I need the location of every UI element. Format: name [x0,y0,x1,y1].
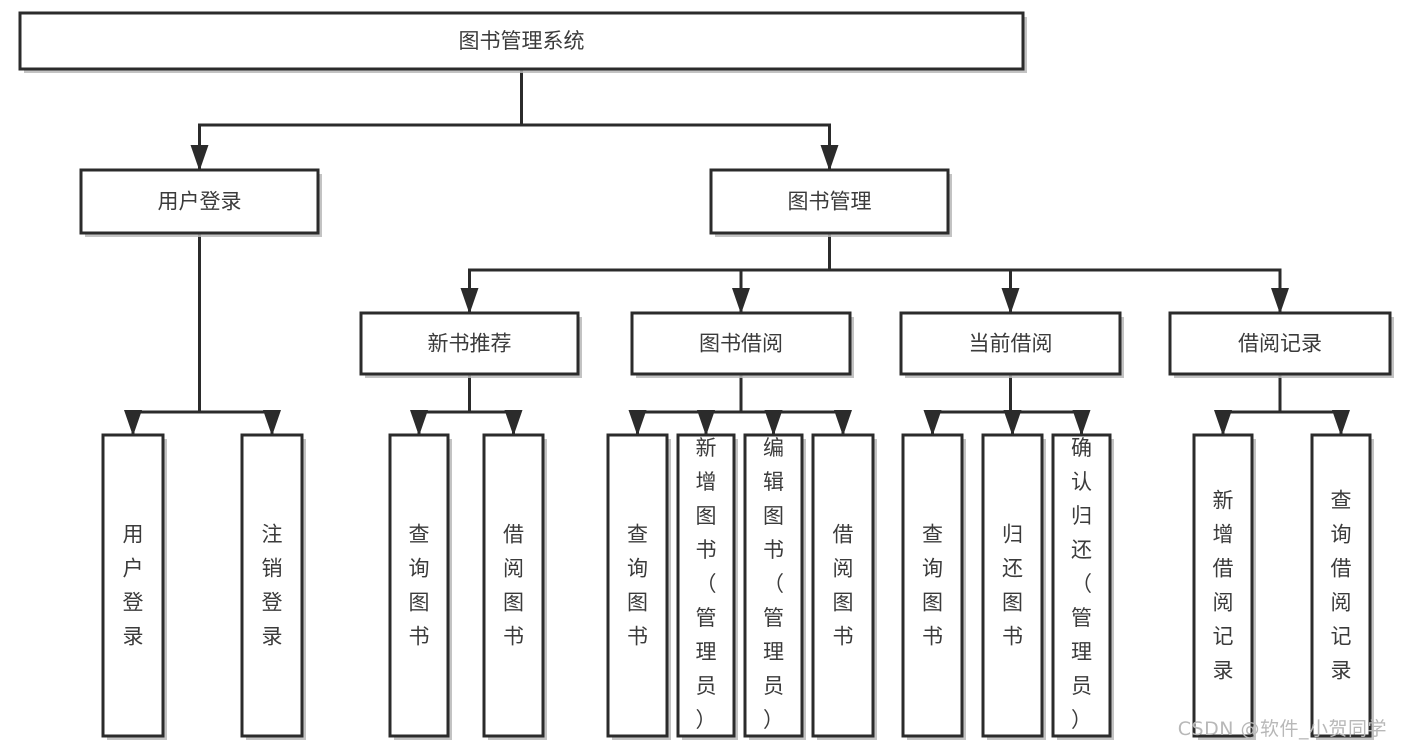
node-leaf_10[interactable]: 确认归还（管理员） [1051,433,1114,740]
node-label: 查询图书 [409,523,430,649]
node-rect[interactable] [676,433,736,738]
node-label: 查询借阅记录 [1331,489,1352,683]
node-label: 新书推荐 [428,332,512,356]
node-label: 当前借阅 [969,332,1053,356]
edge-arrowhead-l2_2-0 [923,410,942,436]
node-l2_2[interactable]: 当前借阅 [899,311,1124,378]
edge-arrowhead-l2_3-1 [1332,410,1350,436]
node-rect[interactable] [899,311,1122,376]
edge-arrowhead-l2_1-3 [834,410,852,436]
node-label: 图书管理 [788,190,872,214]
node-label: 归还图书 [1002,523,1023,649]
node-rect[interactable] [1192,433,1254,738]
node-leaf_9[interactable]: 归还图书 [981,433,1046,740]
node-label: 用户登录 [158,190,242,214]
node-rect[interactable] [1168,311,1392,376]
node-rect[interactable] [630,311,852,376]
node-rect[interactable] [240,433,304,738]
node-l1_1[interactable]: 图书管理 [709,168,952,237]
node-rect[interactable] [709,168,950,235]
edge-arrowhead-l2_0-0 [410,410,428,436]
node-leaf_11[interactable]: 新增借阅记录 [1192,433,1256,740]
edge-arrowhead-l2_1-2 [764,410,783,436]
edge-arrowhead-l1_1-1 [732,288,750,314]
node-rect[interactable] [359,311,580,376]
node-leaf_0[interactable]: 用户登录 [101,433,167,740]
node-label: 查询图书 [627,523,648,649]
edge-arrowhead-l1_1-0 [460,288,479,314]
node-leaf_2[interactable]: 查询图书 [388,433,452,740]
node-rect[interactable] [1310,433,1372,738]
edge-arrowhead-l2_1-1 [697,410,715,436]
edge-arrowhead-l1_0-0 [124,410,142,436]
edge-arrowhead-l2_1-0 [628,410,647,436]
node-rect[interactable] [101,433,165,738]
nodes-layer: 图书管理系统用户登录图书管理新书推荐图书借阅当前借阅借阅记录用户登录注销登录查询… [18,11,1394,740]
node-leaf_3[interactable]: 借阅图书 [482,433,547,740]
node-rect[interactable] [901,433,964,738]
edge-arrowhead-l2_3-0 [1214,410,1232,436]
node-l2_3[interactable]: 借阅记录 [1168,311,1394,378]
node-rect[interactable] [482,433,545,738]
edge-arrowhead-l2_2-2 [1072,410,1091,436]
node-label: 确认归还（管理员） [1071,436,1092,732]
node-label: 用户登录 [123,523,144,649]
node-rect[interactable] [811,433,875,738]
node-label: 注销登录 [262,523,283,649]
node-label: 图书借阅 [699,332,783,356]
node-label: 新增借阅记录 [1213,489,1234,683]
node-root[interactable]: 图书管理系统 [18,11,1027,73]
node-label: 借阅图书 [833,523,854,649]
edge-arrowhead-l2_2-1 [1003,410,1022,436]
node-rect[interactable] [18,11,1025,71]
node-label: 新增图书（管理员） [696,436,717,732]
node-l2_0[interactable]: 新书推荐 [359,311,582,378]
node-label: 图书管理系统 [459,29,585,53]
edge-arrowhead-l1_0-1 [263,410,281,436]
node-leaf_1[interactable]: 注销登录 [240,433,306,740]
node-leaf_8[interactable]: 查询图书 [901,433,966,740]
node-rect[interactable] [79,168,320,235]
edge-arrowhead-root-0 [190,145,209,171]
edges-layer [124,67,1350,436]
edge-arrowhead-l2_0-1 [504,410,523,436]
edge-arrowhead-l1_1-2 [1001,288,1020,314]
node-leaf_5[interactable]: 新增图书（管理员） [676,433,738,740]
node-leaf_6[interactable]: 编辑图书（管理员） [743,433,806,740]
node-label: 借阅记录 [1238,332,1322,356]
node-rect[interactable] [606,433,669,738]
node-label: 借阅图书 [503,523,524,649]
node-l1_0[interactable]: 用户登录 [79,168,322,237]
node-rect[interactable] [981,433,1044,738]
node-label: 查询图书 [922,523,943,649]
node-leaf_7[interactable]: 借阅图书 [811,433,877,740]
node-rect[interactable] [1051,433,1112,738]
node-rect[interactable] [388,433,450,738]
node-l2_1[interactable]: 图书借阅 [630,311,854,378]
node-label: 编辑图书（管理员） [763,436,784,732]
node-leaf_12[interactable]: 查询借阅记录 [1310,433,1374,740]
node-rect[interactable] [743,433,804,738]
node-leaf_4[interactable]: 查询图书 [606,433,671,740]
edge-arrowhead-root-1 [820,145,839,171]
edge-arrowhead-l1_1-3 [1271,288,1289,314]
